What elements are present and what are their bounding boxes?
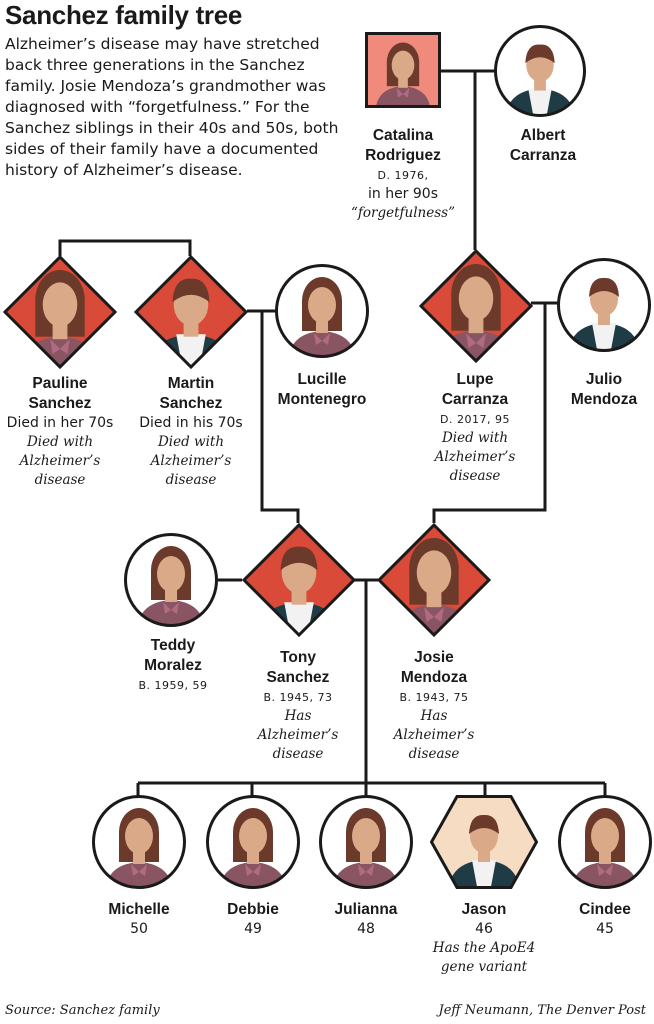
person-age: in her 90s (367, 186, 438, 202)
label-julio: Julio Mendoza (534, 370, 654, 410)
label-martin: Martin Sanchez Died in his 70s Died with… (121, 374, 261, 490)
portrait-frame (429, 795, 539, 889)
person-note: “forgetfulness” (351, 205, 455, 221)
person-dates: B. 1943, 75 (399, 691, 469, 704)
portrait-catalina (365, 32, 441, 108)
label-teddy: Teddy Moralez B. 1959, 59 (103, 636, 243, 695)
person-note: Died with Alzheimer’s disease (150, 434, 232, 488)
person-name: Michelle (108, 901, 170, 918)
intro-text: Alzheimer’s disease may have stretched b… (5, 35, 339, 179)
page-title: Sanchez family tree (5, 0, 243, 30)
label-michelle: Michelle 50 (69, 900, 209, 939)
label-catalina: Catalina Rodriguez D. 1976, in her 90s “… (333, 126, 473, 223)
portrait-frame (365, 32, 441, 108)
label-julianna: Julianna 48 (296, 900, 436, 939)
label-albert: Albert Carranza (473, 126, 613, 166)
man-avatar-icon (448, 814, 520, 888)
person-note: Died with Alzheimer’s disease (19, 434, 101, 488)
person-dates: D. 2017, 95 (440, 413, 510, 426)
portrait-frame (494, 25, 586, 117)
portrait-frame (418, 248, 534, 364)
person-name: Martin Sanchez (159, 375, 223, 412)
label-lucille: Lucille Montenegro (252, 370, 392, 410)
person-name: Tony Sanchez (266, 649, 330, 686)
person-name: Josie Mendoza (400, 649, 468, 686)
portrait-julianna (319, 795, 413, 889)
person-dates: B. 1959, 59 (138, 679, 208, 692)
woman-avatar-icon (376, 42, 430, 107)
person-name: Debbie (227, 901, 279, 918)
author-credit: Jeff Neumann, The Denver Post (438, 1003, 646, 1018)
descent-line-josie (432, 303, 547, 523)
portrait-frame (557, 258, 651, 352)
person-dates: D. 1976, (377, 169, 429, 182)
person-note: Died with Alzheimer’s disease (434, 430, 516, 484)
person-name: Pauline Sanchez (28, 375, 92, 412)
portrait-julio (557, 258, 651, 352)
label-cindee: Cindee 45 (535, 900, 654, 939)
person-name: Catalina Rodriguez (365, 127, 441, 164)
portrait-michelle (92, 795, 186, 889)
person-note: Has the ApoE4 gene variant (432, 940, 536, 975)
label-tony: Tony Sanchez B. 1945, 73 Has Alzheimer’s… (228, 648, 368, 764)
label-debbie: Debbie 49 (183, 900, 323, 939)
person-dates: Died in her 70s (6, 415, 114, 431)
label-josie: Josie Mendoza B. 1943, 75 Has Alzheimer’… (364, 648, 504, 764)
portrait-martin (133, 254, 249, 370)
portrait-frame (133, 254, 249, 370)
person-name: Teddy Moralez (144, 637, 202, 674)
person-dates: B. 1945, 73 (263, 691, 333, 704)
portrait-frame (376, 522, 492, 638)
portrait-frame (2, 254, 118, 370)
portrait-frame (206, 795, 300, 889)
portrait-frame (241, 522, 357, 638)
portrait-frame (558, 795, 652, 889)
portrait-debbie (206, 795, 300, 889)
person-name: Julianna (334, 901, 398, 918)
person-note: Has Alzheimer’s disease (257, 708, 339, 762)
label-lupe: Lupe Carranza D. 2017, 95 Died with Alzh… (405, 370, 545, 486)
portrait-lupe (418, 248, 534, 364)
person-age: 50 (130, 921, 148, 937)
portrait-jason (429, 795, 539, 889)
portrait-tony (241, 522, 357, 638)
portrait-lucille (275, 264, 369, 358)
label-pauline: Pauline Sanchez Died in her 70s Died wit… (0, 374, 130, 490)
person-name: Albert Carranza (509, 127, 577, 164)
portrait-teddy (124, 533, 218, 627)
label-jason: Jason 46 Has the ApoE4 gene variant (414, 900, 554, 977)
portrait-frame (319, 795, 413, 889)
portrait-frame (92, 795, 186, 889)
person-name: Cindee (579, 901, 631, 918)
person-note: Has Alzheimer’s disease (393, 708, 475, 762)
portrait-frame (275, 264, 369, 358)
descent-line-tony (260, 311, 300, 523)
person-name: Julio Mendoza (570, 371, 638, 408)
person-name: Lupe Carranza (441, 371, 509, 408)
person-age: 45 (596, 921, 614, 937)
person-age: 46 (475, 921, 493, 937)
portrait-josie (376, 522, 492, 638)
person-name: Lucille Montenegro (277, 371, 367, 408)
source-credit: Source: Sanchez family (5, 1003, 160, 1018)
sibling-line-pauline-martin (58, 239, 192, 256)
portrait-frame (124, 533, 218, 627)
person-name: Jason (461, 901, 507, 918)
person-age: 49 (244, 921, 262, 937)
portrait-pauline (2, 254, 118, 370)
portrait-cindee (558, 795, 652, 889)
person-dates: Died in his 70s (139, 415, 243, 431)
portrait-albert (494, 25, 586, 117)
person-age: 48 (357, 921, 375, 937)
woman-avatar-icon (219, 808, 287, 888)
